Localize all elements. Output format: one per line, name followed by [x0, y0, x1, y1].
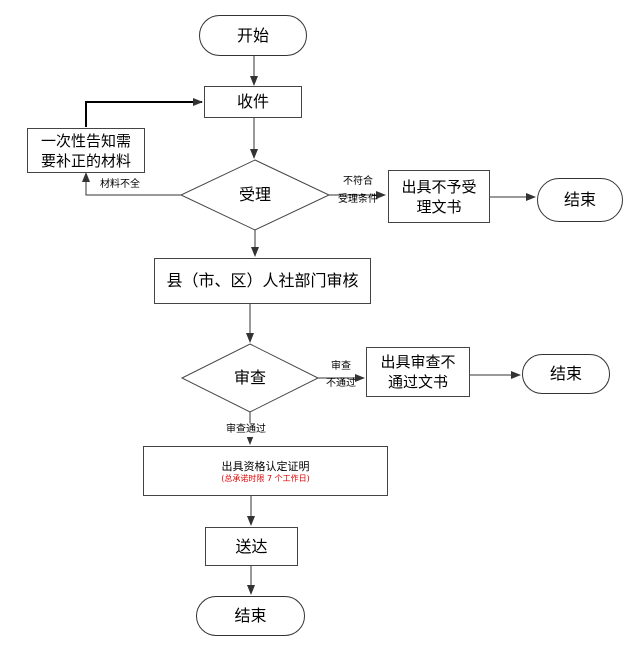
fail-doc-line1: 出具审查不 [380, 353, 456, 371]
end-terminal-1: 结束 [537, 178, 623, 222]
accept-label-wrap: 受理 [215, 183, 295, 207]
county-review-label: 县（市、区）人社部门审核 [166, 271, 359, 290]
arrow-accept-supplement [82, 172, 181, 196]
review-fail-line1: 审查 [331, 361, 351, 372]
review-fail-label: 审查 不通过 [318, 360, 364, 391]
review-fail-line2: 不通过 [326, 378, 356, 389]
not-meet-label: 不符合 受理条件 [326, 175, 390, 207]
county-review-box: 县（市、区）人社部门审核 [154, 258, 371, 304]
certificate-box: 出具资格认定证明 (总承诺时限 7 个工作日) [143, 446, 388, 496]
deliver-label: 送达 [235, 536, 268, 556]
supplement-label-line1: 一次性告知需 [40, 131, 131, 150]
examine-label-wrap: 审查 [210, 366, 290, 390]
certificate-note: (总承诺时限 7 个工作日) [221, 473, 310, 483]
not-meet-line2: 受理条件 [338, 194, 378, 205]
reject-doc-line2: 理文书 [416, 197, 462, 216]
end-label-2: 结束 [549, 364, 582, 383]
examine-label: 审查 [233, 368, 266, 387]
accept-label: 受理 [238, 185, 271, 204]
end-terminal-2: 结束 [522, 354, 610, 394]
fail-doc-box: 出具审查不 通过文书 [366, 347, 470, 397]
end-terminal-3: 结束 [196, 596, 305, 636]
arrow-supplement-receive [85, 98, 203, 127]
certificate-label: 出具资格认定证明 [221, 459, 310, 473]
end-label-1: 结束 [563, 190, 596, 209]
reject-doc-box: 出具不予受 理文书 [388, 170, 490, 223]
reject-doc-line1: 出具不予受 [401, 177, 477, 196]
receive-label: 收件 [236, 92, 269, 111]
start-label: 开始 [236, 25, 269, 45]
receive-box: 收件 [204, 86, 302, 118]
not-meet-line1: 不符合 [343, 176, 373, 187]
incomplete-label: 材料不全 [100, 179, 140, 190]
deliver-box: 送达 [205, 527, 298, 566]
end-label-3: 结束 [234, 606, 267, 625]
start-terminal: 开始 [199, 15, 307, 56]
fail-doc-line2: 通过文书 [387, 373, 448, 391]
supplement-label-line2: 要补正的材料 [40, 151, 131, 170]
review-pass-label: 审查通过 [226, 423, 266, 437]
supplement-box: 一次性告知需 要补正的材料 [27, 128, 145, 173]
